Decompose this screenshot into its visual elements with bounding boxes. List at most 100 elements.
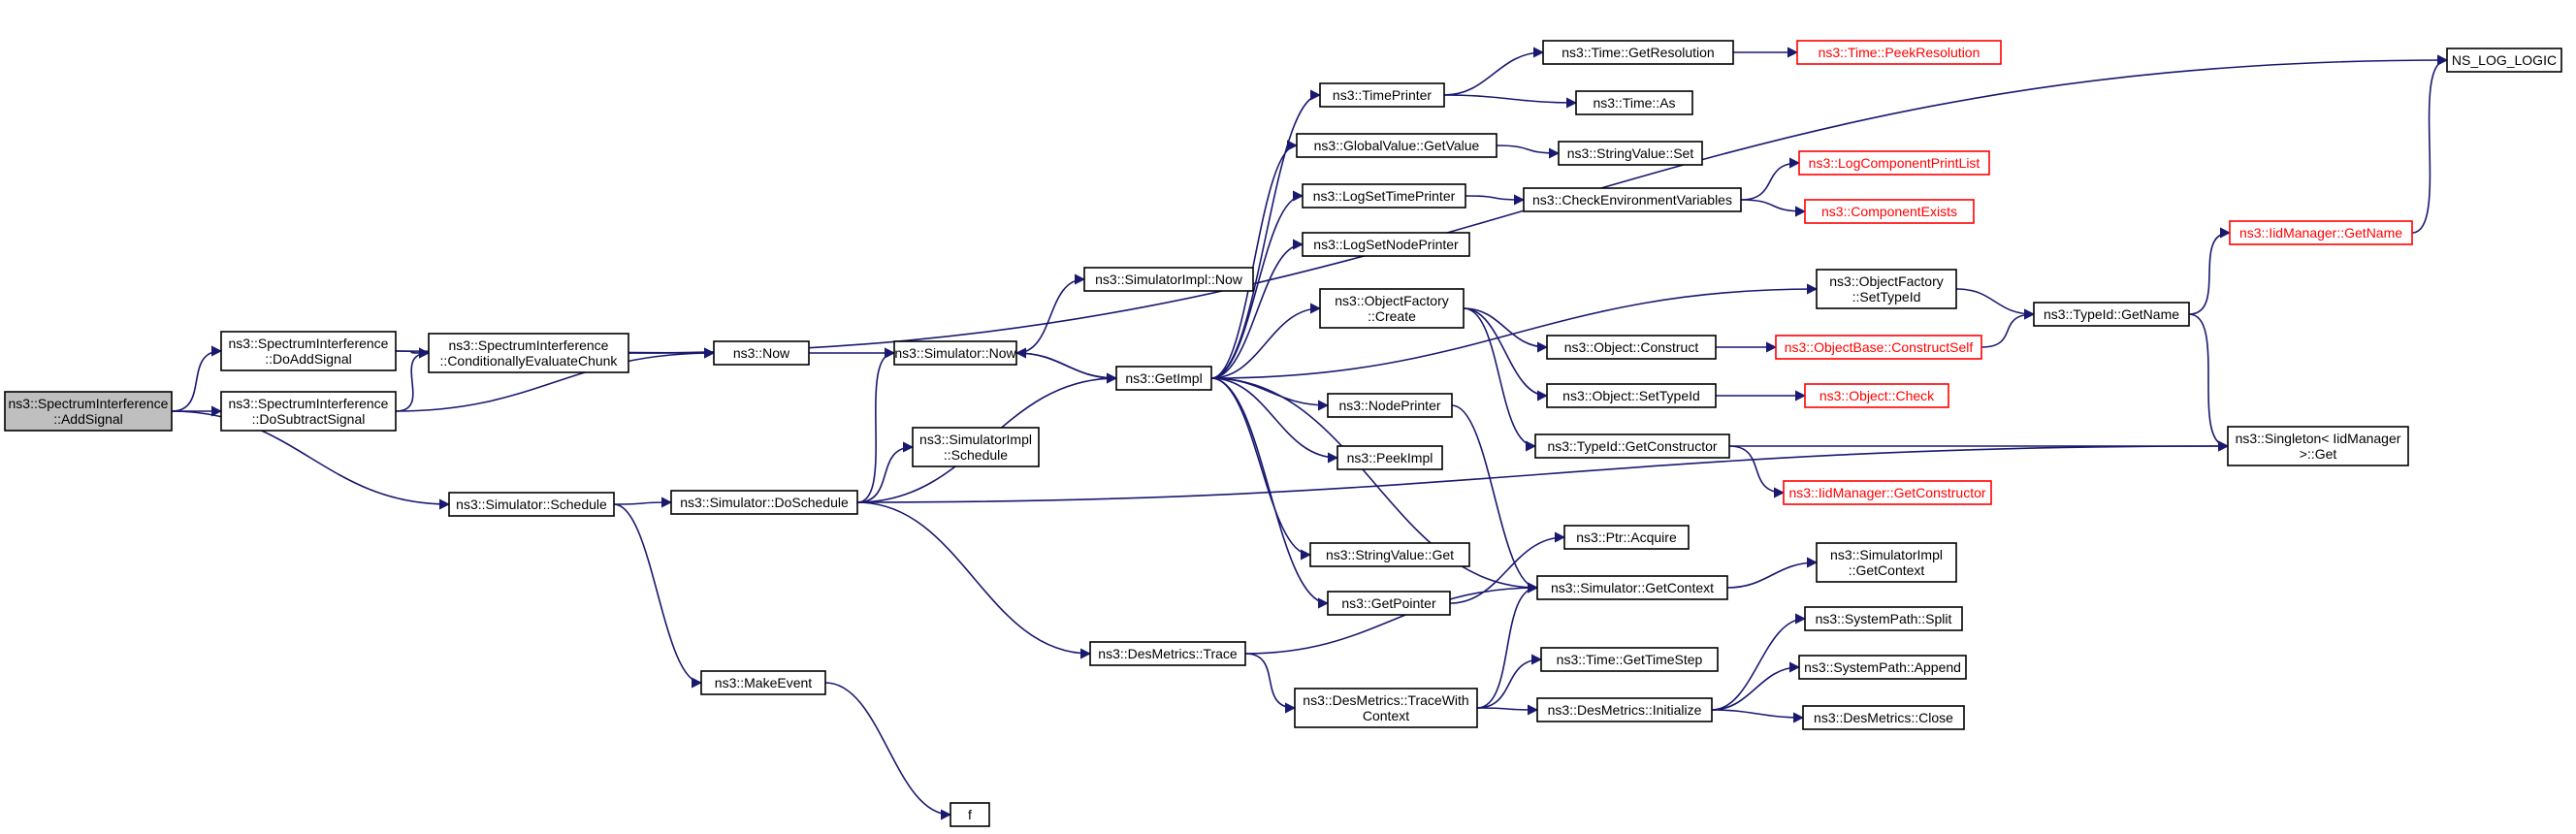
node-cond-eval-chunk-box[interactable] <box>428 333 629 373</box>
node-get-pointer[interactable]: ns3::GetPointer <box>1327 591 1451 616</box>
node-iidmanager-getconstructor[interactable]: ns3::IidManager::GetConstructor <box>1783 480 1992 505</box>
node-log-component-print-list-box[interactable] <box>1798 150 1990 176</box>
node-log-set-node-printer[interactable]: ns3::LogSetNodePrinter <box>1302 232 1470 257</box>
node-typeid-getconstructor[interactable]: ns3::TypeId::GetConstructor <box>1534 433 1730 459</box>
node-objfactory-create-box[interactable] <box>1319 288 1465 329</box>
node-objectbase-constructself-box[interactable] <box>1775 335 1982 360</box>
node-do-subtract-signal[interactable]: ns3::SpectrumInterference::DoSubtractSig… <box>220 391 397 432</box>
node-component-exists-box[interactable] <box>1804 199 1975 224</box>
node-object-check-box[interactable] <box>1804 383 1949 408</box>
node-object-construct[interactable]: ns3::Object::Construct <box>1546 335 1717 360</box>
node-now-box[interactable] <box>713 340 810 366</box>
node-simimpl-getcontext-box[interactable] <box>1816 542 1957 583</box>
node-simimpl-schedule-box[interactable] <box>912 427 1040 467</box>
node-do-subtract-signal-box[interactable] <box>220 391 397 432</box>
node-stringvalue-set-box[interactable] <box>1558 141 1703 166</box>
node-node-printer[interactable]: ns3::NodePrinter <box>1327 393 1453 418</box>
node-simulator-now-box[interactable] <box>893 340 1017 366</box>
node-objectbase-constructself[interactable]: ns3::ObjectBase::ConstructSelf <box>1775 335 1982 360</box>
node-make-event[interactable]: ns3::MakeEvent <box>700 670 826 695</box>
node-log-set-time-printer-box[interactable] <box>1302 183 1466 208</box>
node-add-signal[interactable]: ns3::SpectrumInterference::AddSignal <box>4 391 173 432</box>
node-des-initialize[interactable]: ns3::DesMetrics::Initialize <box>1536 697 1713 722</box>
node-log-set-time-printer[interactable]: ns3::LogSetTimePrinter <box>1302 183 1466 208</box>
node-objfactory-settypeid-box[interactable] <box>1816 269 1957 309</box>
node-ptr-acquire-box[interactable] <box>1563 525 1690 550</box>
node-simulator-now[interactable]: ns3::Simulator::Now <box>893 340 1017 366</box>
node-systempath-append-box[interactable] <box>1798 655 1967 680</box>
node-iidmanager-getconstructor-box[interactable] <box>1783 480 1992 505</box>
node-get-impl[interactable]: ns3::GetImpl <box>1115 366 1212 391</box>
node-typeid-getconstructor-box[interactable] <box>1534 433 1730 459</box>
node-log-component-print-list[interactable]: ns3::LogComponentPrintList <box>1798 150 1990 176</box>
node-time-getresolution-box[interactable] <box>1542 40 1734 65</box>
node-object-check[interactable]: ns3::Object::Check <box>1804 383 1949 408</box>
node-peek-impl[interactable]: ns3::PeekImpl <box>1336 445 1443 470</box>
node-typeid-getname[interactable]: ns3::TypeId::GetName <box>2033 302 2190 327</box>
node-now[interactable]: ns3::Now <box>713 340 810 366</box>
node-stringvalue-get[interactable]: ns3::StringValue::Get <box>1309 542 1470 567</box>
node-des-trace-ctx-box[interactable] <box>1294 688 1478 728</box>
node-objfactory-settypeid[interactable]: ns3::ObjectFactory::SetTypeId <box>1816 269 1957 309</box>
node-peek-impl-box[interactable] <box>1336 445 1443 470</box>
node-check-env-vars[interactable]: ns3::CheckEnvironmentVariables <box>1523 187 1742 212</box>
node-time-gettimestep[interactable]: ns3::Time::GetTimeStep <box>1540 647 1719 672</box>
node-des-close-box[interactable] <box>1802 705 1965 730</box>
node-systempath-append[interactable]: ns3::SystemPath::Append <box>1798 655 1967 680</box>
node-time-getresolution[interactable]: ns3::Time::GetResolution <box>1542 40 1734 65</box>
node-simimpl-now[interactable]: ns3::SimulatorImpl::Now <box>1083 267 1254 292</box>
node-singleton-get-box[interactable] <box>2227 426 2409 466</box>
node-make-event-box[interactable] <box>700 670 826 695</box>
node-stringvalue-set[interactable]: ns3::StringValue::Set <box>1558 141 1703 166</box>
node-simimpl-getcontext[interactable]: ns3::SimulatorImpl::GetContext <box>1816 542 1957 583</box>
node-simulator-doschedule[interactable]: ns3::Simulator::DoSchedule <box>670 490 858 515</box>
node-check-env-vars-box[interactable] <box>1523 187 1742 212</box>
node-des-trace-box[interactable] <box>1089 641 1246 666</box>
node-f-box[interactable] <box>950 802 990 827</box>
node-object-settypeid-box[interactable] <box>1546 383 1717 408</box>
node-do-add-signal[interactable]: ns3::SpectrumInterference::DoAddSignal <box>220 331 397 371</box>
node-singleton-get[interactable]: ns3::Singleton< IidManager >::Get <box>2227 426 2409 466</box>
node-objfactory-create[interactable]: ns3::ObjectFactory::Create <box>1319 288 1465 329</box>
node-ptr-acquire[interactable]: ns3::Ptr::Acquire <box>1563 525 1690 550</box>
node-des-close[interactable]: ns3::DesMetrics::Close <box>1802 705 1965 730</box>
node-globalvalue-getvalue[interactable]: ns3::GlobalValue::GetValue <box>1296 133 1497 158</box>
node-simulator-schedule[interactable]: ns3::Simulator::Schedule <box>448 492 615 517</box>
node-time-printer-box[interactable] <box>1319 82 1445 108</box>
node-stringvalue-get-box[interactable] <box>1309 542 1470 567</box>
node-get-impl-box[interactable] <box>1115 366 1212 391</box>
node-simulator-doschedule-box[interactable] <box>670 490 858 515</box>
node-iidmanager-getname[interactable]: ns3::IidManager::GetName <box>2229 220 2413 245</box>
node-simimpl-schedule[interactable]: ns3::SimulatorImpl::Schedule <box>912 427 1040 467</box>
node-object-settypeid[interactable]: ns3::Object::SetTypeId <box>1546 383 1717 408</box>
node-log-set-node-printer-box[interactable] <box>1302 232 1470 257</box>
node-node-printer-box[interactable] <box>1327 393 1453 418</box>
node-ns-log-logic-box[interactable] <box>2446 48 2562 73</box>
node-des-trace[interactable]: ns3::DesMetrics::Trace <box>1089 641 1246 666</box>
node-time-printer[interactable]: ns3::TimePrinter <box>1319 82 1445 108</box>
node-time-peekresolution[interactable]: ns3::Time::PeekResolution <box>1796 40 2002 65</box>
node-time-as[interactable]: ns3::Time::As <box>1575 90 1693 115</box>
node-simulator-getcontext[interactable]: ns3::Simulator::GetContext <box>1536 575 1728 600</box>
node-simulator-schedule-box[interactable] <box>448 492 615 517</box>
node-time-as-box[interactable] <box>1575 90 1693 115</box>
node-typeid-getname-box[interactable] <box>2033 302 2190 327</box>
node-get-pointer-box[interactable] <box>1327 591 1451 616</box>
node-des-initialize-box[interactable] <box>1536 697 1713 722</box>
node-object-construct-box[interactable] <box>1546 335 1717 360</box>
node-ns-log-logic[interactable]: NS_LOG_LOGIC <box>2446 48 2562 73</box>
node-globalvalue-getvalue-box[interactable] <box>1296 133 1497 158</box>
node-component-exists[interactable]: ns3::ComponentExists <box>1804 199 1975 224</box>
node-cond-eval-chunk[interactable]: ns3::SpectrumInterference::Conditionally… <box>428 333 629 373</box>
node-simimpl-now-box[interactable] <box>1083 267 1254 292</box>
node-simulator-getcontext-box[interactable] <box>1536 575 1728 600</box>
node-f[interactable]: f <box>950 802 990 827</box>
node-time-gettimestep-box[interactable] <box>1540 647 1719 672</box>
node-do-add-signal-box[interactable] <box>220 331 397 371</box>
node-time-peekresolution-box[interactable] <box>1796 40 2002 65</box>
node-iidmanager-getname-box[interactable] <box>2229 220 2413 245</box>
node-systempath-split[interactable]: ns3::SystemPath::Split <box>1804 606 1963 631</box>
node-systempath-split-box[interactable] <box>1804 606 1963 631</box>
node-add-signal-box[interactable] <box>4 391 173 432</box>
